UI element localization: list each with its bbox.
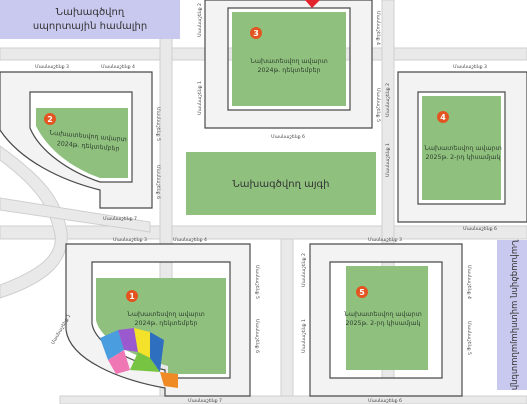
sports-complex-line1: Նախագծվող: [56, 7, 125, 18]
road-vertical-center: [280, 238, 294, 404]
block-2-entrance-7: Մասնաշենք 7: [103, 216, 137, 222]
sports-complex-box: [0, 0, 180, 39]
block-5-badge: [356, 286, 368, 298]
playground-zone-yellow: [134, 328, 150, 358]
playground-zone-blue: [100, 330, 124, 360]
parking-label: Նախագծվող ավտոկայանատեղի: [497, 240, 527, 391]
block-5: 5 Նախատեսվող ավարտ 2025թ. 2-րդ կիսամյակ …: [301, 237, 472, 404]
block-2-entrance-3: Մասնաշենք 3: [35, 64, 69, 70]
block-4-badge-num: 4: [440, 113, 446, 122]
road-horizontal-middle: [0, 225, 527, 240]
block-3-line1: Նախատեսվող ավարտ: [250, 58, 328, 65]
road-bottom: [59, 395, 527, 404]
block-1-badge-num: 1: [129, 292, 135, 301]
block-4-building: [397, 71, 527, 223]
block-4-entrance-3: Մասնաշենք 3: [453, 64, 487, 70]
parking-box: [497, 240, 527, 390]
park-area: [186, 152, 376, 215]
block-2-badge-num: 2: [47, 115, 53, 124]
block-2-badge: [44, 113, 56, 125]
block-2: 2 Նախատեսվող ավարտ 2024թ. դեկտեմբեր Մասն…: [0, 64, 161, 222]
block-3-entrance-1: Մասնաշենք 1: [197, 81, 203, 115]
block-4-courtyard: [422, 96, 501, 200]
playground-zone-pink: [108, 350, 130, 374]
block-1-entrance-5: Մասնաշենք 5: [254, 265, 260, 299]
block-5-courtyard: [346, 266, 428, 370]
block-5-entrance-1: Մասնաշենք 1: [301, 319, 307, 353]
block-1-entrance-6: Մասնաշենք 6: [254, 319, 260, 353]
block-4-badge: [437, 111, 449, 123]
block-5-badge-num: 5: [359, 288, 365, 297]
block-3-entrance-4: Մասնաշենք 4: [375, 11, 381, 45]
block-5-entrance-5: Մասնաշենք 5: [466, 321, 472, 355]
block-2-courtyard: [36, 108, 128, 178]
block-3-line2: 2024թ. դեկտեմբեր: [258, 67, 321, 74]
park: Նախագծվող այգի: [186, 152, 376, 215]
road-diagonal: [0, 197, 151, 233]
block-1-entrance-3: Մասնաշենք 3: [113, 237, 147, 243]
block-5-entrance-6: Մասնաշենք 6: [368, 398, 402, 404]
block-5-building: [309, 243, 463, 397]
block-3: 3 Նախատեսվող ավարտ 2024թ. դեկտեմբեր Մասն…: [197, 0, 381, 140]
parking-label-text: Նախագծվող ավտոկայանատեղի: [509, 240, 519, 391]
block-4-entrance-2: Մասնաշենք 2: [385, 83, 391, 117]
block-1-line1: Նախատեսվող ավարտ: [127, 311, 205, 318]
block-3-building: [204, 0, 373, 129]
playground-zone-green: [130, 352, 160, 372]
block-2-building: [0, 71, 153, 209]
block-3-badge-num: 3: [253, 29, 259, 38]
sports-complex-label: Նախագծվող սպորտային համալիր: [0, 0, 180, 39]
block-3-entrance-6: Մասնաշենք 6: [271, 134, 305, 140]
sports-complex-line2: սպորտային համալիր: [33, 21, 147, 32]
block-2-entrance-6: Մասնաշենք 6: [155, 165, 161, 199]
block-3-entrance-5: Մասնաշենք 5: [375, 88, 381, 122]
playground-zone-darkblue: [150, 332, 164, 372]
pointer-icon: [305, 0, 320, 8]
block-1-entrance-4: Մասնաշենք 4: [173, 237, 207, 243]
block-5-entrance-2: Մասնաշենք 2: [301, 253, 307, 287]
block-3-entrance-2: Մասնաշենք 2: [197, 3, 203, 37]
block-3-badge: [250, 27, 262, 39]
block-2-entrance-4: Մասնաշենք 4: [101, 64, 135, 70]
block-5-line1: Նախատեսվող ավարտ: [344, 311, 422, 318]
block-4-line1: Նախատեսվող ավարտ: [424, 145, 502, 152]
playground-zone-orange: [160, 372, 178, 388]
block-2-entrance-5: Մասնաշենք 5: [155, 107, 161, 141]
block-4-entrance-6: Մասնաշենք 6: [463, 226, 497, 232]
road-curve-west: [0, 145, 68, 299]
block-1-badge: [126, 290, 138, 302]
block-5-entrance-4: Մասնաշենք 4: [466, 265, 472, 299]
block-1-entrance-7: Մասնաշենք 7: [188, 398, 222, 404]
block-1: 1 Նախատեսվող ավարտ 2024թ. դեկտեմբեր Մասն…: [50, 237, 260, 404]
block-5-line2: 2025թ. 2-րդ կիսամյակ: [345, 320, 420, 327]
park-label: Նախագծվող այգի: [233, 179, 330, 190]
block-3-courtyard: [232, 12, 346, 106]
block-4-entrance-1: Մասնաշենք 1: [385, 143, 391, 177]
playground: [100, 328, 178, 388]
block-1-line2: 2024թ. դեկտեմբեր: [135, 320, 198, 327]
block-4: 4 Նախատեսվող ավարտ 2025թ. 2-րդ կիսամյակ …: [385, 64, 527, 232]
block-5-entrance-3: Մասնաշենք 3: [368, 237, 402, 243]
block-4-line2: 2025թ. 2-րդ կիսամյակ: [425, 154, 500, 161]
playground-zone-purple: [118, 328, 138, 352]
